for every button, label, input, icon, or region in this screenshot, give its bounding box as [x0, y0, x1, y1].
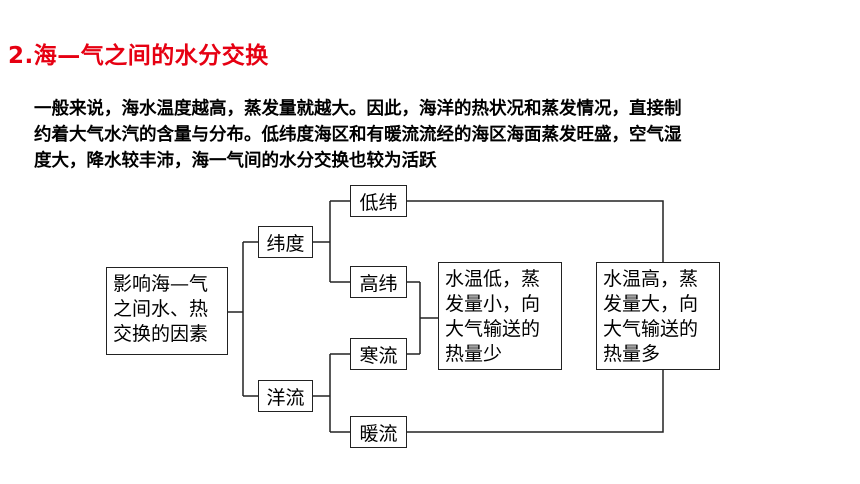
paragraph-line-1: 一般来说，海水温度越高，蒸发量就越大。因此，海洋的热状况和蒸发情况，直接制: [34, 99, 682, 119]
connector-low-result: [407, 281, 438, 355]
cold-current-box: 寒流: [350, 338, 407, 370]
paragraph-line-3: 度大，降水较丰沛，海一气间的水分交换也较为活跃: [34, 151, 437, 171]
high-temperature-result-box: 水温高，蒸 发量大，向 大气输送的 热量多: [596, 262, 720, 370]
paragraph-line-2: 约着大气水汽的含量与分布。低纬度海区和有暖流流经的海区海面蒸发旺盛，空气湿: [34, 125, 682, 145]
explanation-paragraph: 一般来说，海水温度越高，蒸发量就越大。因此，海洋的热状况和蒸发情况，直接制 约着…: [34, 96, 834, 174]
low-temperature-result-box: 水温低，蒸 发量小，向 大气输送的 热量少: [438, 262, 562, 370]
latitude-box: 纬度: [258, 226, 313, 258]
section-title: 2.海—气之间的水分交换: [8, 43, 269, 69]
connector-current: [313, 353, 350, 433]
warm-current-box: 暖流: [350, 416, 407, 448]
root-factor-box: 影响海—气 之间水、热 交换的因素: [106, 267, 228, 355]
high-latitude-box: 高纬: [350, 266, 407, 298]
connector-latitude: [313, 200, 350, 283]
connector-high-result: [407, 200, 664, 433]
connector-root: [228, 241, 258, 397]
ocean-current-box: 洋流: [258, 380, 313, 412]
low-latitude-box: 低纬: [350, 185, 407, 217]
